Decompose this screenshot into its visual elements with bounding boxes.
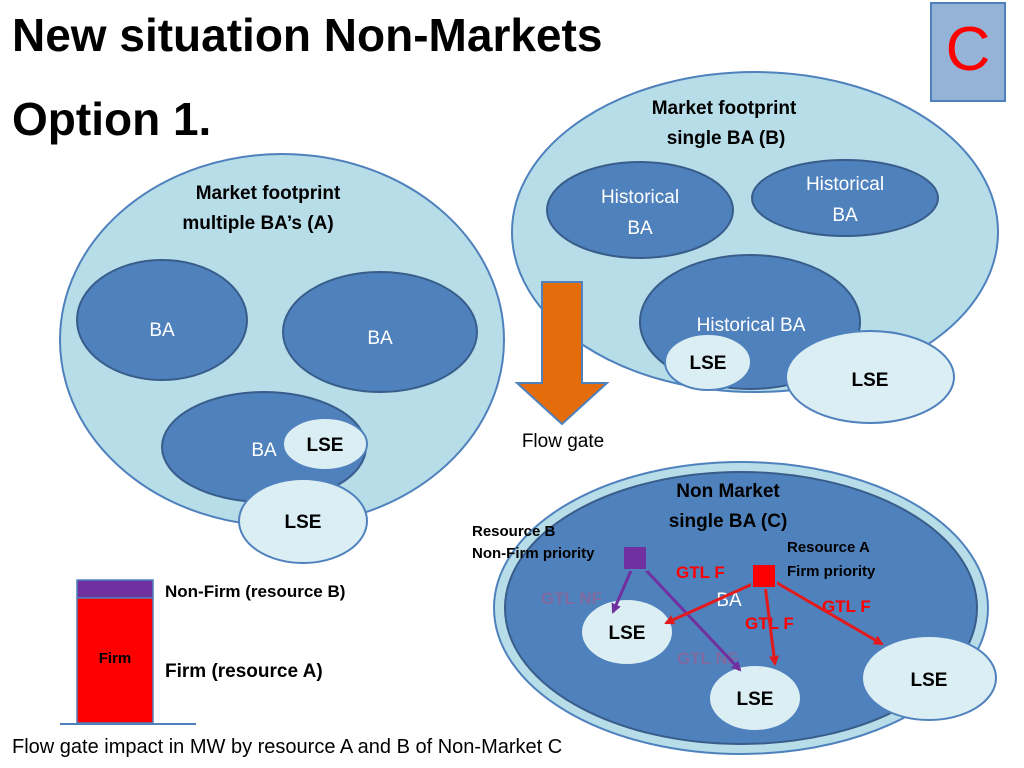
flow-gate-label: Flow gate: [522, 431, 604, 452]
non-market-label-1: Non Market: [676, 481, 780, 502]
ba-a-1: [76, 259, 248, 381]
legend-non-firm: Non-Firm (resource B): [165, 582, 345, 601]
gtl-nf-label-1: GTL NF: [541, 589, 602, 608]
ba-a-1-label: BA: [149, 320, 175, 341]
ba-a-2: [282, 271, 478, 393]
bar-non-firm-segment: [76, 579, 154, 599]
lse-a-1-label: LSE: [307, 435, 344, 456]
flow-gate-impact-bar: Firm Non-Firm (resource B) Firm (resourc…: [60, 579, 345, 725]
lse-c-1-label: LSE: [609, 623, 646, 644]
historical-ba-2-label-1: Historical: [806, 174, 884, 195]
resource-a-label-2: Firm priority: [787, 563, 876, 580]
lse-b-1: [664, 333, 752, 391]
bar-firm-label: Firm: [99, 650, 132, 667]
lse-b-1-label: LSE: [690, 353, 727, 374]
non-market-c: Non Market single BA (C) BA Resource B N…: [472, 461, 997, 755]
corner-label-box: C: [930, 2, 1006, 102]
non-market-label-2: single BA (C): [669, 511, 788, 532]
nonfirm-arrow-1: [611, 565, 635, 614]
lse-c-3-label: LSE: [911, 670, 948, 691]
title-line-2: Option 1.: [12, 93, 212, 145]
down-arrow-icon: [514, 281, 610, 426]
historical-ba-1-label-2: BA: [627, 218, 653, 239]
gtl-f-label-1: GTL F: [676, 563, 725, 582]
lse-a-2-label: LSE: [285, 512, 322, 533]
market-footprint-b: Market footprint single BA (B) Historica…: [511, 71, 999, 424]
bar-firm-segment: [76, 597, 154, 724]
ba-a-3-label: BA: [251, 440, 277, 461]
market-footprint-a: Market footprint multiple BA’s (A) BA BA…: [59, 153, 505, 564]
non-market-ba: [504, 471, 978, 745]
legend-firm: Firm (resource A): [165, 661, 323, 682]
non-market-ba-label: BA: [716, 590, 742, 611]
firm-arrow-3: [771, 578, 884, 646]
historical-ba-1-label-1: Historical: [601, 187, 679, 208]
lse-c-3: [861, 635, 997, 721]
historical-ba-2-label-2: BA: [832, 205, 858, 226]
historical-ba-3-label: Historical BA: [697, 315, 806, 336]
lse-a-1: [282, 417, 368, 471]
lse-b-2-label: LSE: [852, 370, 889, 391]
caption: Flow gate impact in MW by resource A and…: [12, 736, 563, 758]
lse-b-2: [785, 330, 955, 424]
resource-b-label-2: Non-Firm priority: [472, 545, 595, 562]
resource-b-label-1: Resource B: [472, 523, 556, 540]
ba-a-2-label: BA: [367, 328, 393, 349]
title-line-1: New situation Non-Markets: [12, 9, 603, 61]
footprint-a-label-1: Market footprint: [196, 183, 341, 204]
resource-a-label-1: Resource A: [787, 539, 870, 556]
lse-c-1: [580, 598, 674, 666]
footprint-b-ellipse: [511, 71, 999, 393]
resource-b-marker: [622, 545, 648, 571]
footprint-a-label-2: multiple BA’s (A): [182, 213, 333, 234]
footprint-b-label-1: Market footprint: [652, 98, 797, 119]
lse-a-2: [238, 478, 368, 564]
footprint-b-label-2: single BA (B): [667, 128, 786, 149]
gtl-f-label-3: GTL F: [822, 597, 871, 616]
historical-ba-2: [751, 159, 939, 237]
historical-ba-1: [546, 161, 734, 259]
firm-arrow-2: [763, 584, 779, 666]
firm-arrow-1: [664, 580, 758, 625]
flow-gate-arrow: Flow gate: [514, 281, 610, 452]
nonfirm-arrow-2: [640, 564, 742, 672]
page-title: New situation Non-Markets Option 1.: [12, 12, 602, 142]
resource-a-marker: [751, 563, 777, 589]
lse-c-2-label: LSE: [737, 689, 774, 710]
lse-c-2: [708, 664, 802, 732]
